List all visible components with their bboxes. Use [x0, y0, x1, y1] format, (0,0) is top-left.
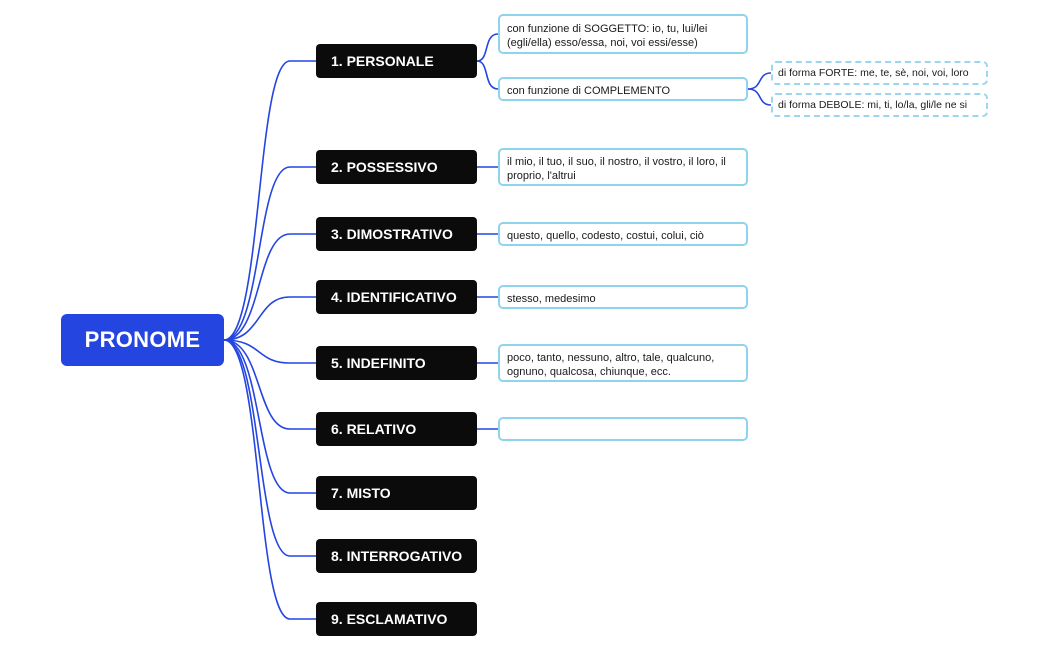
sub-forma-forte[interactable]: di forma FORTE: me, te, sè, noi, voi, lo… — [771, 61, 988, 85]
link-root-possessivo — [223, 166, 316, 341]
detail-text: con funzione di COMPLEMENTO — [507, 84, 671, 97]
category-esclamativo[interactable]: 9. ESCLAMATIVO — [316, 602, 477, 636]
link-personale-complemento — [476, 60, 499, 90]
category-possessivo[interactable]: 2. POSSESSIVO — [316, 150, 477, 184]
category-indefinito[interactable]: 5. INDEFINITO — [316, 346, 477, 380]
sub-text: di forma DEBOLE: mi, ti, lo/la, gli/le n… — [778, 99, 968, 111]
sub-text: di forma FORTE: me, te, sè, noi, voi, lo… — [778, 67, 969, 79]
detail-dimostrativo[interactable]: questo, quello, codesto, costui, colui, … — [498, 222, 748, 246]
category-identificativo[interactable]: 4. IDENTIFICATIVO — [316, 280, 477, 314]
sub-forma-debole[interactable]: di forma DEBOLE: mi, ti, lo/la, gli/le n… — [771, 93, 988, 117]
detail-text: poco, tanto, nessuno, altro, tale, qualc… — [507, 351, 715, 378]
category-interrogativo[interactable]: 8. INTERROGATIVO — [316, 539, 477, 573]
category-dimostrativo[interactable]: 3. DIMOSTRATIVO — [316, 217, 477, 251]
detail-text: il mio, il tuo, il suo, il nostro, il vo… — [507, 155, 726, 182]
category-relativo[interactable]: 6. RELATIVO — [316, 412, 477, 446]
detail-possessivo[interactable]: il mio, il tuo, il suo, il nostro, il vo… — [498, 148, 748, 186]
link-root-dimostrativo — [223, 233, 316, 341]
detail-text: stesso, medesimo — [507, 292, 596, 305]
detail-text: questo, quello, codesto, costui, colui, … — [507, 229, 704, 242]
detail-relativo-empty[interactable] — [498, 417, 748, 441]
link-root-indefinito — [223, 339, 316, 364]
category-personale[interactable]: 1. PERSONALE — [316, 44, 477, 78]
link-root-esclamativo — [223, 339, 316, 620]
link-complemento-debole — [747, 88, 772, 106]
detail-personale-soggetto[interactable]: con funzione di SOGGETTO: io, tu, lui/le… — [498, 14, 748, 54]
link-complemento-forte — [747, 72, 772, 90]
link-root-personale — [223, 60, 316, 341]
detail-identificativo[interactable]: stesso, medesimo — [498, 285, 748, 309]
link-root-misto — [223, 339, 316, 494]
category-misto[interactable]: 7. MISTO — [316, 476, 477, 510]
detail-indefinito[interactable]: poco, tanto, nessuno, altro, tale, qualc… — [498, 344, 748, 382]
link-root-interrogativo — [223, 339, 316, 557]
root-node-pronome[interactable]: PRONOME — [61, 314, 224, 366]
link-root-identificativo — [223, 296, 316, 341]
detail-text: con funzione di SOGGETTO: io, tu, lui/le… — [507, 22, 708, 49]
detail-personale-complemento[interactable]: con funzione di COMPLEMENTO — [498, 77, 748, 101]
link-personale-soggetto — [476, 33, 499, 62]
link-root-relativo — [223, 339, 316, 430]
